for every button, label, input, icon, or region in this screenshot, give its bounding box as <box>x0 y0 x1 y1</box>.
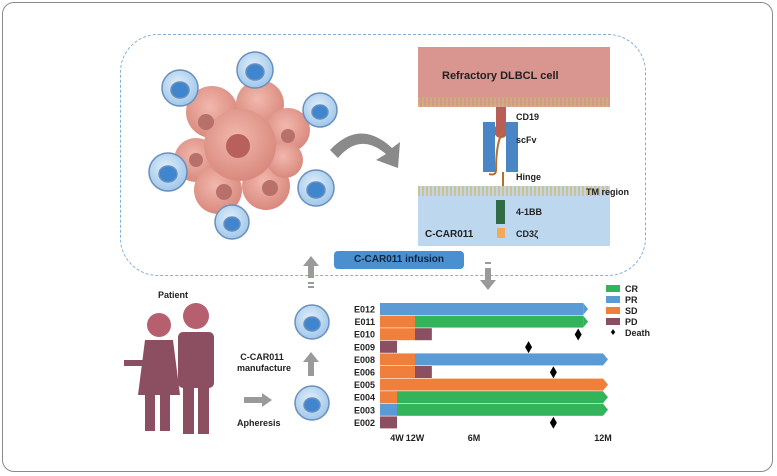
patient-id-label: E012 <box>354 305 375 315</box>
legend-label-death: Death <box>625 327 651 338</box>
tumor-cell-label: Refractory DLBCL cell <box>442 70 559 82</box>
apheresis-label: Apheresis <box>237 418 281 428</box>
bar-segment-pd <box>415 366 432 378</box>
x-tick-label: 6M <box>468 433 481 443</box>
legend-label-pr: PR <box>625 294 638 305</box>
x-tick-label: 12M <box>594 433 612 443</box>
patient-figures <box>124 303 214 434</box>
bar-segment-pd <box>415 328 432 341</box>
legend-swatch-pr <box>606 296 620 303</box>
arrow-up-icon <box>303 256 319 278</box>
death-marker <box>549 416 557 429</box>
t-cell-membrane <box>418 186 610 196</box>
patient-id-label: E003 <box>354 405 375 415</box>
arrow-down-icon <box>480 268 496 290</box>
arrow-up-icon-2 <box>303 352 319 376</box>
patient-id-label: E008 <box>354 355 375 365</box>
death-marker <box>574 328 582 341</box>
patient-id-label: E011 <box>354 317 375 327</box>
car-t-cell-product <box>294 304 330 340</box>
patient-id-label: E009 <box>354 342 375 352</box>
legend-label-cr: CR <box>625 283 638 294</box>
costim-label: 4-1BB <box>516 207 543 217</box>
car-molecule <box>483 107 518 236</box>
arrow-right-icon <box>244 393 272 407</box>
mechanism-panel <box>120 34 646 276</box>
patient-id-label: E005 <box>354 380 375 390</box>
tumor-cluster <box>174 80 310 214</box>
infusion-banner: C-CAR011 infusion <box>334 251 464 269</box>
tumor-cell-region <box>418 47 610 105</box>
bar-segment-pr <box>380 303 584 315</box>
cd3z-label: CD3ζ <box>516 229 539 239</box>
construct-label: C-CAR011 <box>425 229 474 240</box>
tumor-membrane <box>418 97 610 107</box>
legend-label-sd: SD <box>625 305 638 316</box>
bar-segment-sd <box>380 378 603 391</box>
hinge-label: Hinge <box>516 172 542 182</box>
x-tick-label: 4W <box>390 433 404 443</box>
ongoing-arrow-icon <box>603 403 608 416</box>
patient-id-label: E006 <box>354 368 375 378</box>
curved-arrow-icon <box>330 133 400 168</box>
death-marker <box>549 366 557 379</box>
bar-segment-sd <box>380 366 415 378</box>
figure-frame <box>2 2 773 472</box>
bar-segment-pd <box>380 340 397 353</box>
apheresis-t-cell <box>294 385 330 421</box>
flow-arrows <box>244 256 496 407</box>
patient-id-label: E002 <box>354 418 375 428</box>
car-t-cells <box>148 51 338 240</box>
ongoing-arrow-icon <box>603 353 608 366</box>
ongoing-arrow-icon <box>583 303 589 315</box>
bar-segment-cr <box>415 315 584 328</box>
patient-id-label: E004 <box>354 393 375 403</box>
x-tick-label: 12W <box>406 433 425 443</box>
scfv-label: scFv <box>516 135 537 145</box>
swimmer-plot: E012E011E010E009E008E006E005E004E003E002… <box>354 303 612 443</box>
chart-legend: CR PR SD PD ♦ Death <box>606 283 650 338</box>
bar-segment-pd <box>380 416 397 429</box>
legend-swatch-cr <box>606 285 620 292</box>
tm-region-label: TM region <box>586 187 629 197</box>
cd19-label: CD19 <box>516 112 540 122</box>
patient-id-label: E010 <box>354 330 375 340</box>
bar-segment-pr <box>415 353 603 366</box>
bar-segment-cr <box>397 391 603 404</box>
bar-segment-sd <box>380 315 415 328</box>
ongoing-arrow-icon <box>603 391 608 404</box>
death-marker <box>525 341 533 354</box>
bar-segment-pr <box>380 403 397 416</box>
ongoing-arrow-icon <box>583 315 589 328</box>
cd3z-domain <box>497 228 505 238</box>
t-cell-region <box>418 186 610 246</box>
patient-label: Patient <box>158 290 189 300</box>
ongoing-arrow-icon <box>603 378 608 391</box>
legend-swatch-sd <box>606 307 620 314</box>
legend-label-pd: PD <box>625 316 638 327</box>
legend-death-icon: ♦ <box>610 327 616 338</box>
bar-segment-sd <box>380 353 415 366</box>
bar-segment-cr <box>397 403 603 416</box>
costim-domain <box>496 200 505 224</box>
manufacture-label: C-CAR011 manufacture <box>237 352 292 373</box>
bar-segment-sd <box>380 328 415 341</box>
legend-swatch-pd <box>606 318 620 325</box>
bar-segment-sd <box>380 391 397 404</box>
